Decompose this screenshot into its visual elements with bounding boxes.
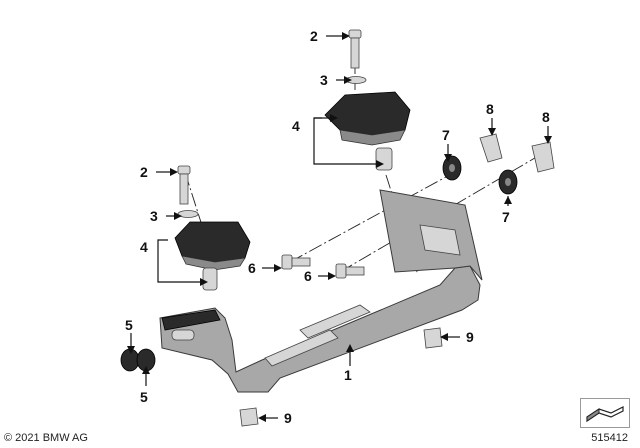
callout-label: 3 <box>150 208 158 224</box>
main-bracket <box>159 189 483 393</box>
callout-label: 5 <box>140 389 148 405</box>
callout-5-top: 5 <box>125 317 135 354</box>
callout-label: 1 <box>344 367 352 383</box>
upper-footpeg <box>324 91 411 171</box>
callout-label: 4 <box>140 239 148 255</box>
clip-a <box>479 133 503 163</box>
callout-2-left: 2 <box>140 164 178 180</box>
callout-label: 7 <box>442 127 450 143</box>
clip-b <box>531 141 555 173</box>
callout-label: 5 <box>125 317 133 333</box>
bolt-mid-1 <box>281 254 311 270</box>
callout-label: 8 <box>486 101 494 117</box>
callout-3-left: 3 <box>150 208 182 224</box>
bolt-mid-2 <box>335 263 365 279</box>
callout-1: 1 <box>344 344 354 383</box>
diagram-navigation-icon <box>580 398 630 428</box>
callout-label: 6 <box>304 268 312 284</box>
callout-2-top: 2 <box>310 28 350 44</box>
callout-3-top: 3 <box>320 72 352 88</box>
callout-label: 9 <box>284 410 292 426</box>
damper-bottom <box>498 169 518 195</box>
callout-label: 7 <box>502 209 510 225</box>
callout-6-b: 6 <box>304 268 336 284</box>
bolt-top <box>345 29 367 84</box>
callout-4-left: 4 <box>140 239 208 286</box>
callout-5-bottom: 5 <box>140 366 150 405</box>
copyright-notice: © 2021 BMW AG <box>4 432 88 444</box>
callout-9-bottom: 9 <box>258 410 292 426</box>
callout-label: 4 <box>292 118 300 134</box>
callout-label: 6 <box>248 260 256 276</box>
callout-4-top: 4 <box>292 114 384 168</box>
clip-nut-mid <box>423 327 443 349</box>
callout-label: 3 <box>320 72 328 88</box>
callout-9-mid: 9 <box>440 329 474 345</box>
callout-8-a: 8 <box>486 101 496 136</box>
callout-label: 2 <box>140 164 148 180</box>
lower-footpeg <box>174 221 251 291</box>
callout-7-top: 7 <box>442 127 452 162</box>
callout-7-bottom: 7 <box>502 196 512 225</box>
nav-arrow-icon <box>586 406 624 423</box>
callout-label: 9 <box>466 329 474 345</box>
callout-8-b: 8 <box>542 109 552 144</box>
damper-top <box>442 155 462 181</box>
callout-label: 8 <box>542 109 550 125</box>
clip-nut-bottom <box>239 407 259 427</box>
bolt-left <box>177 165 199 218</box>
damper-left-a <box>120 348 140 372</box>
callout-6-a: 6 <box>248 260 282 276</box>
diagram-number: 515412 <box>591 432 628 444</box>
callout-label: 2 <box>310 28 318 44</box>
